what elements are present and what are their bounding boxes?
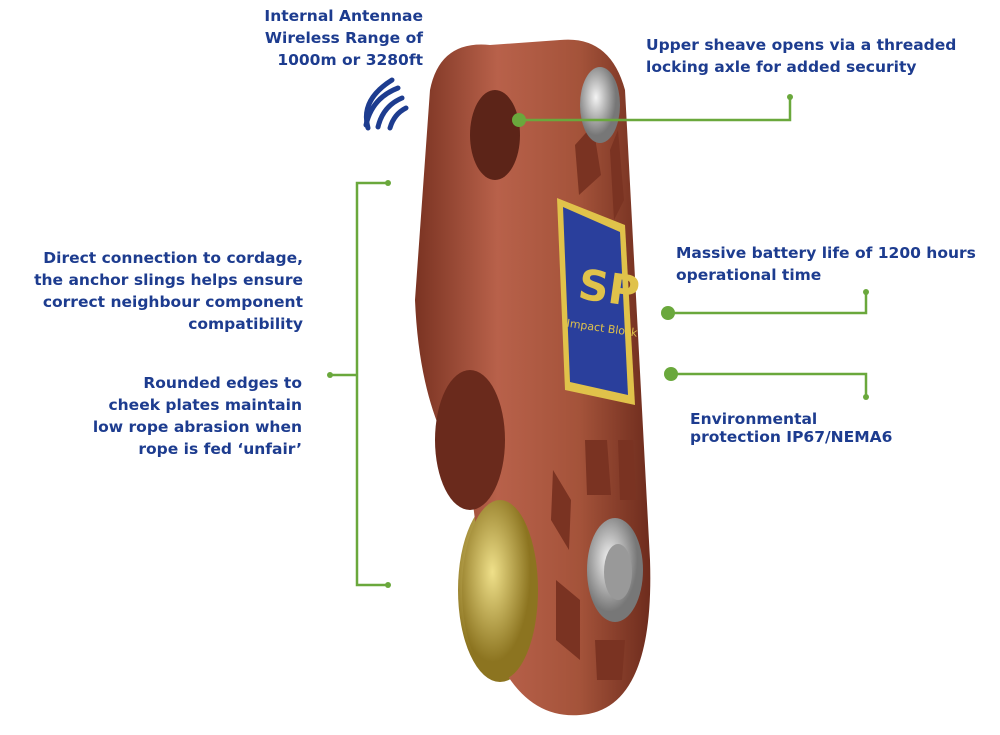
svg-text:SP: SP (575, 260, 642, 317)
callout-antenna: Internal Antennae Wireless Range of 1000… (264, 7, 423, 69)
callout-cordage: Direct connection to cordage, the anchor… (34, 249, 303, 333)
leader-lines (330, 97, 868, 587)
callout-battery: Massive battery life of 1200 hours opera… (676, 244, 976, 284)
leader-dots (327, 94, 869, 588)
upper-axle (580, 67, 620, 143)
wireless-signal-icon (363, 77, 409, 131)
callout-rounded-edges: Rounded edges to cheek plates maintain l… (92, 374, 302, 458)
callout-environmental: Environmental protection IP67/NEMA6 (690, 410, 893, 446)
callout-upper-sheave: Upper sheave opens via a threaded lockin… (646, 36, 957, 76)
product-label-plate: SP Impact Block (557, 198, 643, 405)
